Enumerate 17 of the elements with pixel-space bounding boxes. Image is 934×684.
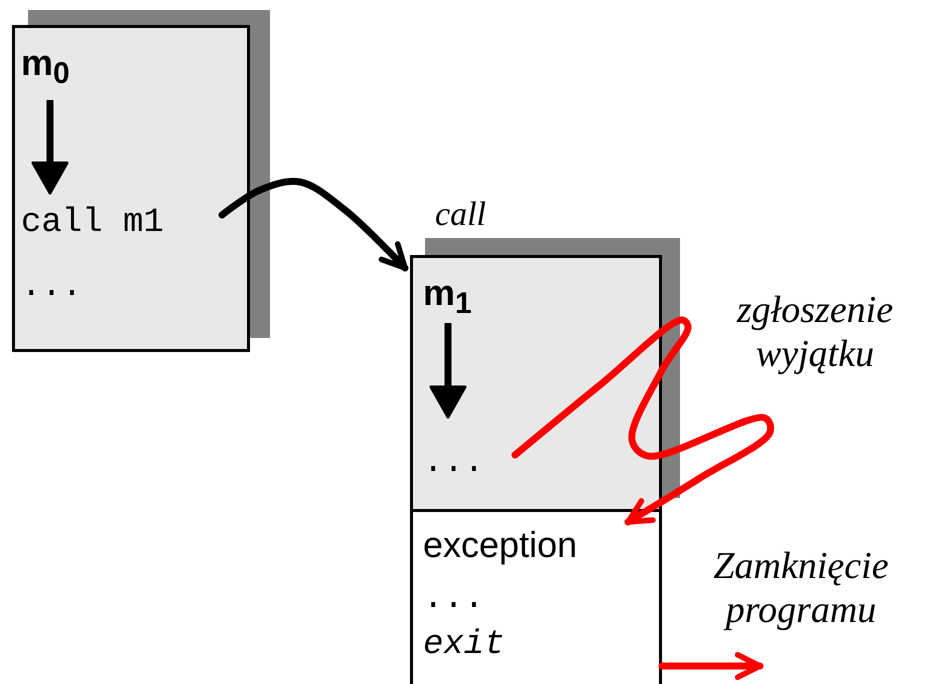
arrow <box>512 316 774 526</box>
stack-frame-box <box>410 512 662 684</box>
stack-frame-box <box>12 25 250 352</box>
method-name: m$_{1}$ <box>423 272 472 322</box>
frame-label: call <box>435 196 486 234</box>
code-line: ... <box>423 580 484 618</box>
code-line: call m1 <box>21 204 164 242</box>
code-line: ... <box>21 268 82 306</box>
exception-label: exception <box>423 524 578 566</box>
arrow <box>218 178 408 272</box>
method-name: m$_{0}$ <box>21 42 70 92</box>
code-line: ... <box>423 444 484 482</box>
code-line: exit <box>423 626 505 664</box>
stack-frame-box <box>410 255 662 512</box>
annotation-text: Zamknięcie programu <box>712 544 890 632</box>
annotation-text: zgłoszenie wyjątku <box>736 288 894 376</box>
arrow <box>658 652 764 680</box>
